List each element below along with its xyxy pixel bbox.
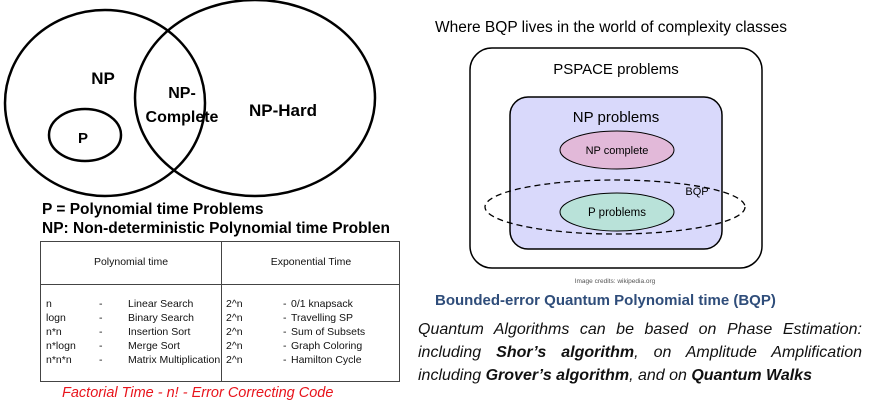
polynomial-row-1-col-1: - bbox=[99, 312, 103, 324]
bqp-diagram: PSPACE problems NP problems NP complete … bbox=[469, 47, 763, 285]
polynomial-row-3-col-2: Merge Sort bbox=[128, 340, 180, 352]
pspace-label: PSPACE problems bbox=[553, 61, 679, 78]
np-hard-label: NP-Hard bbox=[249, 101, 317, 120]
polynomial-row-3-col-0: n*logn bbox=[46, 340, 76, 352]
header-exponential: Exponential Time bbox=[270, 256, 352, 268]
polynomial-row-1-col-0: logn bbox=[46, 312, 66, 324]
polynomial-row-3-col-1: - bbox=[99, 340, 103, 352]
header-polynomial: Polynomial time bbox=[93, 256, 169, 268]
np-box-label: NP problems bbox=[573, 109, 659, 126]
polynomial-row-4-col-1: - bbox=[99, 354, 103, 366]
p-label: P bbox=[78, 130, 88, 147]
np-circle bbox=[3, 8, 207, 198]
exponential-row-4-col-2: Hamilton Cycle bbox=[291, 354, 362, 366]
complexity-table: Polynomial time Exponential Time n - Linea… bbox=[40, 241, 400, 382]
p-ellipse bbox=[47, 107, 123, 163]
polynomial-row-2-col-0: n*n bbox=[46, 326, 62, 338]
exponential-row-0-col-0: 2^n bbox=[226, 298, 243, 310]
polynomial-row-4-col-2: Matrix Multiplication bbox=[128, 354, 221, 366]
polynomial-row-2-col-2: Insertion Sort bbox=[128, 326, 191, 338]
exponential-row-3-col-1: - bbox=[283, 340, 287, 352]
exponential-row-2-col-0: 2^n bbox=[226, 326, 243, 338]
exponential-row-0-col-2: 0/1 knapsack bbox=[291, 298, 353, 310]
diagrams: NP P NP- Complete NP-Hard Where BQP live… bbox=[3, 0, 787, 285]
polynomial-row-0-col-1: - bbox=[99, 298, 103, 310]
exponential-row-2-col-2: Sum of Subsets bbox=[291, 326, 366, 338]
definition-np: NP: Non-deterministic Polynomial time Pr… bbox=[42, 220, 390, 237]
exponential-row-1-col-1: - bbox=[283, 312, 287, 324]
exponential-row-2-col-1: - bbox=[283, 326, 287, 338]
exponential-row-3-col-2: Graph Coloring bbox=[291, 340, 363, 352]
exponential-row-0-col-1: - bbox=[283, 298, 287, 310]
image-credits: Image credits: wikipedia.org bbox=[575, 278, 656, 285]
exponential-row-3-col-0: 2^n bbox=[226, 340, 243, 352]
np-hard-circle bbox=[133, 0, 377, 198]
definition-p: P = Polynomial time Problems bbox=[42, 201, 264, 218]
np-label: NP bbox=[91, 69, 115, 88]
bqp-label: BQP bbox=[685, 186, 708, 198]
np-complete-ellipse bbox=[559, 130, 675, 170]
np-complete-label-2: Complete bbox=[146, 109, 219, 126]
polynomial-row-0-col-0: n bbox=[46, 298, 52, 310]
polynomial-row-4-col-0: n*n*n bbox=[46, 354, 72, 366]
venn-diagram: NP P NP- Complete NP-Hard bbox=[3, 0, 377, 198]
factorial-note: Factorial Time - n! - Error Correcting C… bbox=[62, 385, 334, 401]
bqp-title: Where BQP lives in the world of complexi… bbox=[435, 19, 787, 36]
exponential-row-1-col-2: Travelling SP bbox=[291, 312, 354, 324]
np-complete-text: NP complete bbox=[586, 145, 649, 157]
p-problems-text: P problems bbox=[588, 207, 646, 219]
p-problems-ellipse bbox=[559, 192, 675, 232]
bqp-heading: Bounded-error Quantum Polynomial time (B… bbox=[435, 292, 776, 309]
bqp-ellipse bbox=[484, 179, 746, 235]
exponential-row-4-col-1: - bbox=[283, 354, 287, 366]
polynomial-row-1-col-2: Binary Search bbox=[128, 312, 194, 324]
np-complete-label: NP- bbox=[168, 85, 196, 102]
quantum-paragraph: Quantum Algorithms can be based on Phase… bbox=[418, 321, 863, 384]
exponential-row-4-col-0: 2^n bbox=[226, 354, 243, 366]
exponential-row-1-col-0: 2^n bbox=[226, 312, 243, 324]
polynomial-row-2-col-1: - bbox=[99, 326, 103, 338]
polynomial-row-0-col-2: Linear Search bbox=[128, 298, 194, 310]
